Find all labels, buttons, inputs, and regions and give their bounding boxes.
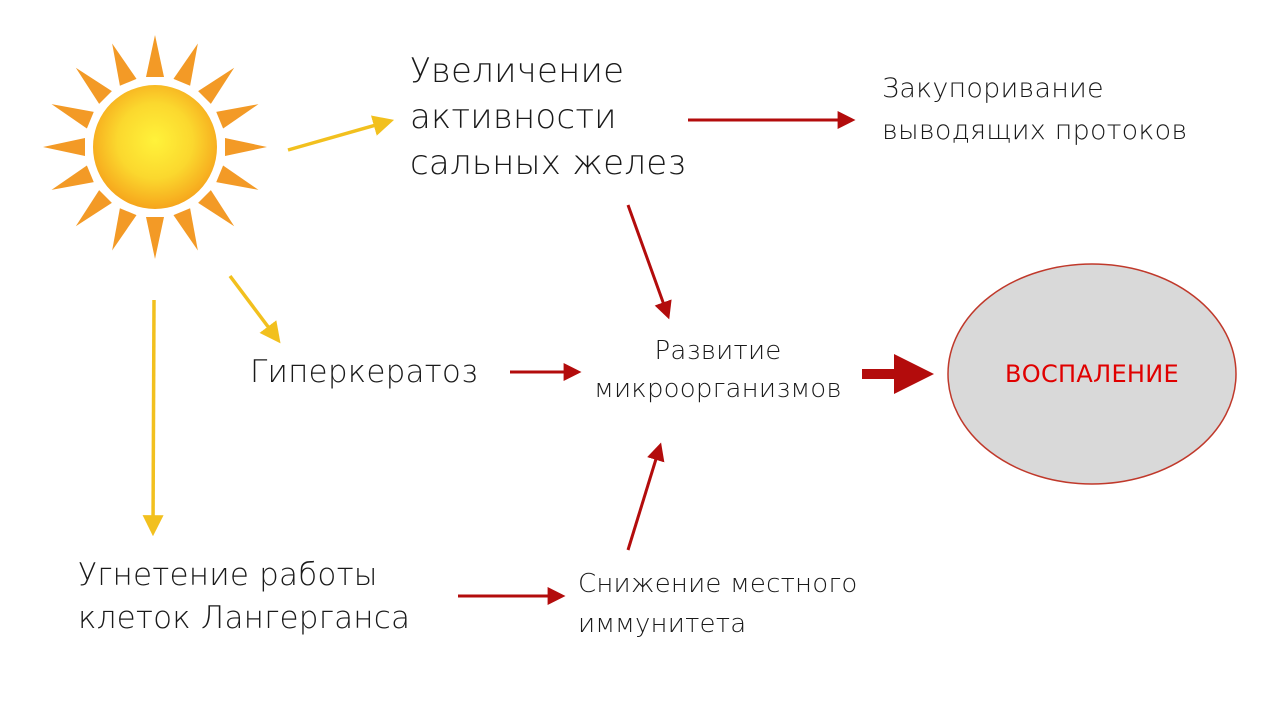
node-hyperkeratosis: Гиперкератоз [250, 352, 478, 392]
node-line: сальных желез [410, 143, 686, 183]
sun-ray [43, 138, 85, 156]
arrow-microorganisms-to-inflammation-head [894, 354, 934, 394]
node-local-immunity: Снижение местного иммунитета [578, 564, 857, 644]
node-microorganisms: Развитие микроорганизмов [578, 332, 858, 408]
sun-ray [225, 138, 267, 156]
arrow-sebaceous-to-microorganisms [626, 204, 672, 320]
node-duct-blockage: Закупоривание выводящих протоков [882, 68, 1187, 152]
node-line: Увеличение [410, 51, 625, 91]
sun-ray [216, 165, 259, 190]
arrow-immunity-to-microorganisms [626, 442, 665, 551]
node-line: Развитие [654, 336, 782, 366]
node-inflammation: ВОСПАЛЕНИЕ [1005, 360, 1179, 388]
arrow-sun-to-sebaceous [287, 115, 395, 152]
sun-ray [198, 67, 235, 104]
node-line: выводящих протоков [882, 115, 1188, 146]
node-line: активности [410, 97, 617, 137]
sun-ray [51, 165, 94, 190]
sun-ray [216, 104, 259, 129]
node-langerhans-suppression: Угнетение работы клеток Лангерганса [78, 554, 410, 640]
sun-core [93, 85, 217, 209]
node-line: клеток Лангерганса [78, 600, 411, 636]
sun-icon [43, 35, 267, 259]
arrow-sun-to-hyperkeratosis [228, 274, 281, 344]
node-line: микроорганизмов [594, 374, 842, 404]
node-line: иммунитета [578, 609, 747, 639]
arrow-sun-to-langerhans [142, 299, 164, 537]
sun-ray [173, 43, 198, 86]
node-sebaceous-activity: Увеличение активности сальных желез [410, 48, 686, 186]
sun-ray [112, 208, 137, 251]
sun-ray [75, 190, 112, 227]
node-line: Гиперкератоз [250, 354, 478, 390]
sun-ray [112, 43, 137, 86]
node-line: Снижение местного [578, 569, 858, 599]
sun-rays [43, 35, 267, 259]
node-line: Угнетение работы [78, 557, 378, 593]
sun-ray [146, 35, 164, 77]
sun-ray [51, 104, 94, 129]
sun-ray [173, 208, 198, 251]
node-line: Закупоривание [882, 73, 1104, 104]
inflammation-ellipse [947, 263, 1237, 485]
sun-ray [75, 67, 112, 104]
sun-ray [198, 190, 235, 227]
sun-ray [146, 217, 164, 259]
